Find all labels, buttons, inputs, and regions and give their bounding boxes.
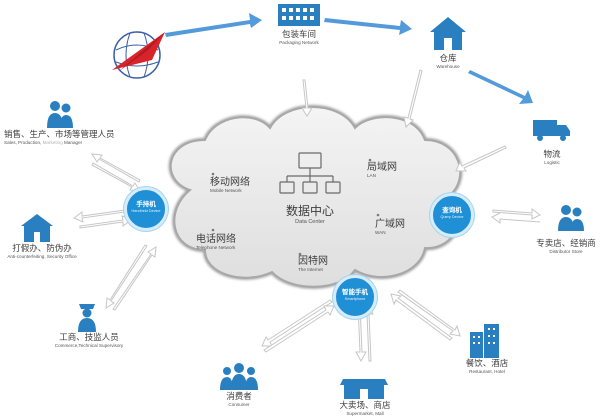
cloud-mobile: 移动网络 Mobile Network [210,177,250,194]
smartphone-sublabel: Smartphone [344,297,366,301]
handheld-sublabel: Handheld Device [131,209,161,213]
commerce-sublabel: Commerce,Technical Supervisory [54,343,124,348]
internet-sublabel: The Internet [298,267,323,272]
signal-icons [211,158,380,256]
logistic-label: 物流 [543,149,561,159]
node-consumer: 消费者 Consumer [217,391,261,408]
distributor-label: 专卖店、经销商 [536,238,596,248]
node-managers: 销售、生产、市场等管理人员 Sales, Production, Marketi… [0,129,122,146]
handheld-device-circle: 手持机 Handheld Device [124,187,168,231]
arrow-query-distributor-1 [492,208,541,220]
arrow-anti-2 [79,215,132,229]
restaurant-sublabel: Restaurant, Hotel [469,369,505,374]
lan-label: 局域网 [367,162,397,173]
arrow-sales-2 [91,162,141,192]
double-arrows [73,69,541,363]
anti-sublabel: Anti-counterfeiting, Security Office [7,254,77,259]
node-anti-counterfeit: 打假办、防伪办 Anti-counterfeiting, Security Of… [2,243,82,260]
consumer-sublabel: Consumer [228,402,250,407]
arrow-query-distributor-2 [491,212,541,224]
warehouse-label: 仓库 [439,53,457,63]
truck-icon [533,120,570,141]
signal-icon-telephone [211,228,215,232]
managers-sublabel-a: Sales, Production, [4,140,42,145]
node-supermarket: 大卖场、商店 Supermarket, Mall [330,400,400,417]
logistic-sublabel: Logistic [544,160,560,165]
cloud-lan: 局域网 LAN [367,162,397,179]
node-commerce: 工商、技监人员 Commerce,Technical Supervisory [50,332,128,349]
consumer-people-icon [220,363,258,390]
signal-icon-wan [376,213,380,217]
internet-label: 因特网 [298,256,328,267]
managers-sublabel: Sales, Production, Marketing Manager [4,140,122,146]
signal-icon-internet [298,252,302,256]
signal-icon-mobile [211,172,215,176]
arrow-commerce-1 [105,244,148,309]
restaurant-hotel-icon [470,324,499,358]
arrow-consumer-2 [263,305,335,353]
inspector-person-icon [78,304,96,332]
arrow-restaurant-1 [397,289,461,337]
cloud-shape [168,105,463,289]
supermarket-label: 大卖场、商店 [339,400,391,410]
arrow-restaurant-2 [390,293,453,341]
distributor-sublabel: Distributor Store [549,249,583,254]
warehouse-sublabel: Warehouse [436,64,460,69]
query-sublabel: Query Device [440,215,464,219]
node-packaging: 包装车间 Packaging Network [268,29,330,46]
cloud-wan: 广域网 WAN [375,219,405,236]
node-warehouse: 仓库 Warehouse [428,53,468,70]
center-label: 数据中心 [285,204,334,218]
managers-label: 销售、生产、市场等管理人员 [4,129,115,139]
wan-label: 广域网 [375,219,405,230]
cloud-internet: 因特网 The Internet [298,256,328,273]
cloud-telephone: 电话网络 Telephone Network [196,234,236,251]
restaurant-label: 餐饮、酒店 [465,358,509,368]
wan-sublabel: WAN [375,230,386,235]
mobile-label: 移动网络 [210,177,250,188]
arrow-logistic [455,145,507,172]
mobile-sublabel: Mobile Network [210,188,242,193]
smartphone-circle: 智能手机 Smartphone [333,275,377,319]
cloud-center: 数据中心 Data Center [282,204,338,225]
arrow-sales-1 [91,153,141,183]
data-center-icon [279,152,341,194]
consumer-label: 消费者 [226,391,252,401]
supermarket-store-icon [340,379,388,399]
office-house-icon [21,214,53,242]
managers-people-icon [47,101,73,128]
packaging-label: 包装车间 [281,29,316,39]
managers-sublabel-b: Marketing [41,140,63,145]
telephone-label: 电话网络 [196,234,236,245]
anti-label: 打假办、防伪办 [12,243,72,253]
arrow-commerce-2 [112,246,157,311]
supermarket-sublabel: Supermarket, Mall [346,411,384,416]
managers-sublabel-c: Manager [62,140,83,145]
smartphone-label: 智能手机 [342,289,368,296]
commerce-label: 工商、技监人员 [59,332,119,342]
arrow-anti-1 [73,209,126,223]
distributor-people-icon [558,205,584,231]
globe-logo-icon [112,31,165,79]
node-logistic: 物流 Logistic [532,149,572,166]
query-device-circle: 查询机 Query Device [430,193,474,237]
node-restaurant: 餐饮、酒店 Restaurant, Hotel [452,358,522,375]
packaging-sublabel: Packaging Network [279,40,319,45]
lan-sublabel: LAN [367,173,376,178]
signal-icon-lan [368,158,372,162]
query-label: 查询机 [442,207,462,214]
factory-building-icon [278,4,320,26]
center-sublabel: Data Center [295,219,325,225]
handheld-label: 手持机 [136,201,156,208]
arrow-packaging [301,79,313,117]
arrow-warehouse [403,69,423,129]
node-distributor: 专卖店、经销商 Distributor Store [530,238,602,255]
warehouse-house-icon [430,17,466,50]
supply-flow-arrows [165,13,533,104]
telephone-sublabel: Telephone Network [196,245,236,250]
arrow-consumer-1 [261,299,333,347]
